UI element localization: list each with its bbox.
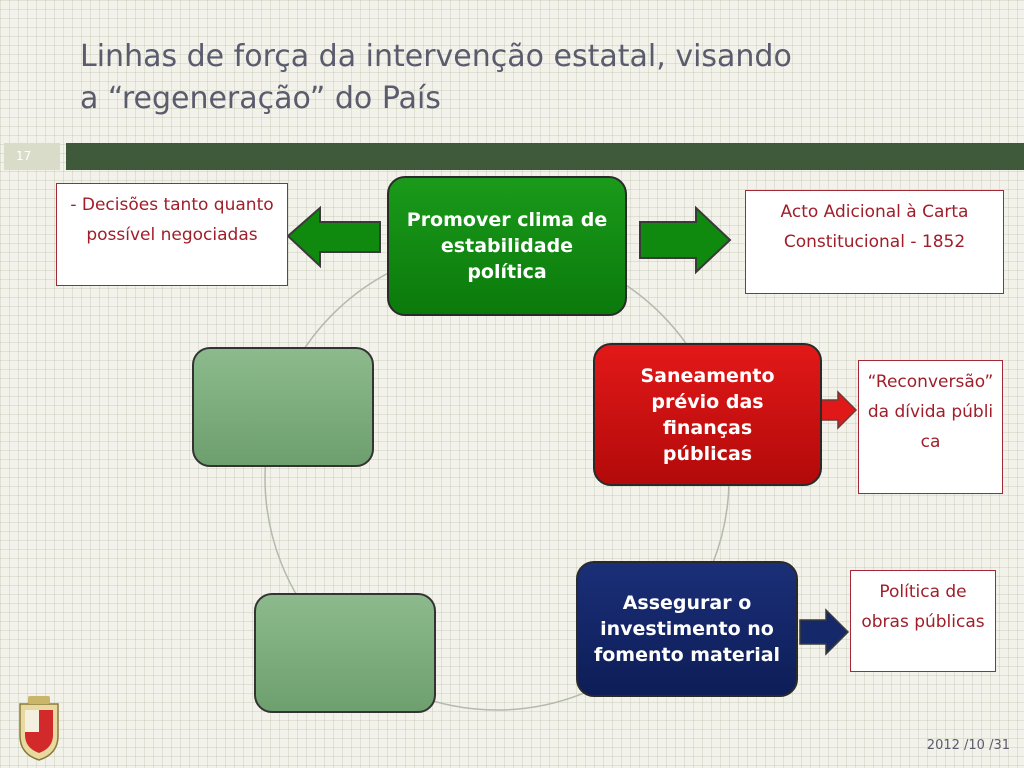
arrow-right-icon [639,205,732,275]
arrow-right-navy-icon [799,608,850,656]
header-band [66,143,1024,170]
slide-title: Linhas de força da intervenção estatal, … [80,36,980,120]
arrow-left-icon [286,205,381,269]
slide-number: 17 [4,143,60,170]
box-acto: Acto Adicional à Carta Constitucional - … [745,190,1004,294]
box-reconversao: “Reconversão” da dívida pública [858,360,1003,494]
slide-title-line-2: a “regeneração” do País [80,81,441,116]
box-acto-text: Acto Adicional à Carta Constitucional - … [780,202,969,252]
node-stability: Promover clima de estabilidade política [387,176,627,316]
node-stability-label: Promover clima de estabilidade política [406,209,608,283]
node-investment: Assegurar o investimento no fomento mate… [576,561,798,697]
box-decisions: - Decisões tanto quanto possível negocia… [56,183,288,286]
box-obras: Política de obras públicas [850,570,996,672]
box-reconversao-text: “Reconversão” da dívida pública [867,372,994,452]
node-empty-bottom [254,593,436,713]
node-investment-label: Assegurar o investimento no fomento mate… [593,592,781,666]
node-finances-label: Saneamento prévio das finanças públicas [640,364,775,465]
crest-logo-icon [19,696,59,761]
box-decisions-text: - Decisões tanto quanto possível negocia… [70,195,274,245]
arrow-right-red-icon [817,390,858,430]
slide-date: 2012 /10 /31 [926,738,1010,753]
node-finances: Saneamento prévio das finanças públicas [593,343,822,486]
slide-title-line-1: Linhas de força da intervenção estatal, … [80,39,792,74]
box-obras-text: Política de obras públicas [861,582,985,632]
node-empty-left [192,347,374,467]
